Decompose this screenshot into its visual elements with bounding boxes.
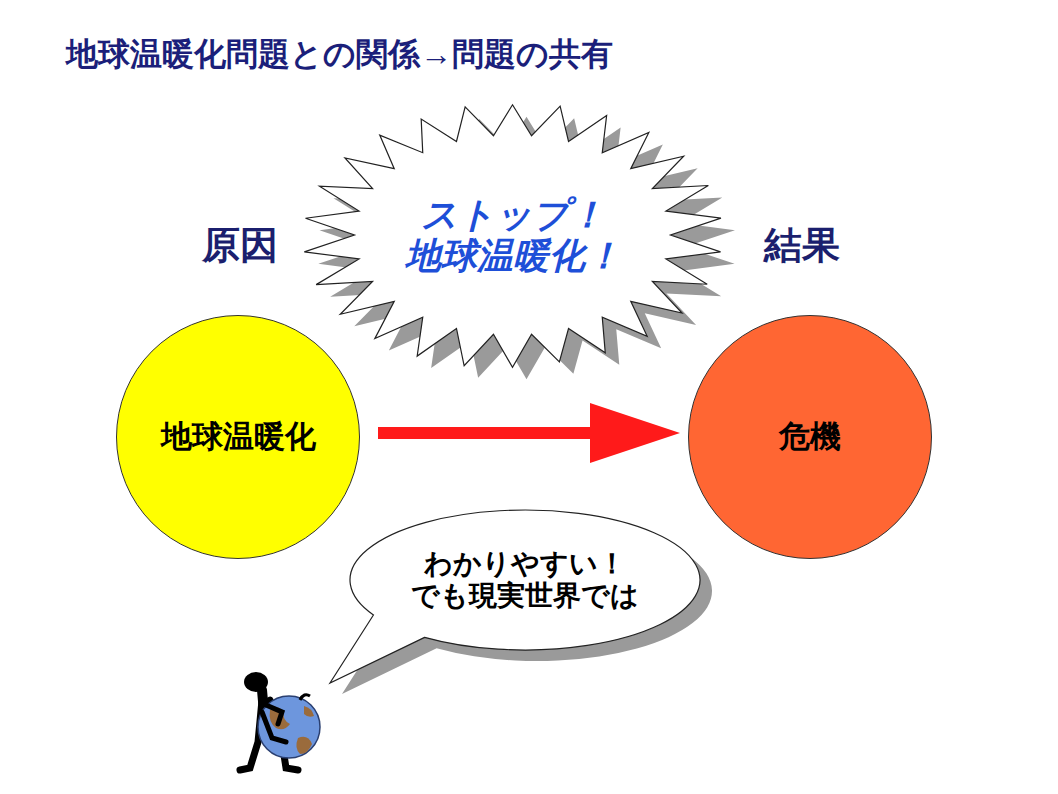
diagram-title: 地球温暖化問題との関係→問題の共有 bbox=[66, 33, 613, 77]
node-text-group: 地球温暖化 bbox=[128, 419, 348, 455]
globe-land bbox=[304, 706, 314, 717]
arrow-connector bbox=[378, 403, 680, 463]
node-label: 危機 bbox=[700, 419, 920, 455]
starburst-outline bbox=[304, 105, 721, 368]
node-label: 地球温暖化 bbox=[128, 419, 348, 455]
person-hand bbox=[300, 695, 310, 700]
person-arm bbox=[262, 712, 286, 742]
person-with-globe bbox=[240, 672, 320, 770]
globe-land bbox=[296, 737, 312, 754]
bubble-outline bbox=[330, 510, 700, 683]
cause-circle: 地球温暖化 bbox=[116, 315, 360, 559]
result-circle: 危機 bbox=[688, 315, 932, 559]
person-head bbox=[244, 672, 268, 692]
speech-bubble: わかりやすい！ でも現実世界では bbox=[350, 510, 700, 650]
node-text-group: 危機 bbox=[700, 419, 920, 455]
starburst-callout: ストップ！ 地球温暖化！ bbox=[300, 95, 725, 375]
person-arm bbox=[266, 705, 282, 724]
arrow-head bbox=[590, 403, 680, 463]
node-label: ストップ！ 地球温暖化！ bbox=[393, 194, 633, 277]
node-label: わかりやすい！ でも現実世界では bbox=[400, 548, 650, 612]
node-text-group: ストップ！ 地球温暖化！ bbox=[393, 194, 633, 277]
arrow-shaft bbox=[378, 427, 592, 439]
axis-label: 結果 bbox=[764, 220, 840, 271]
node-text-group: わかりやすい！ でも現実世界では bbox=[400, 548, 650, 612]
axis-label: 原因 bbox=[202, 220, 278, 271]
globe bbox=[258, 696, 320, 758]
